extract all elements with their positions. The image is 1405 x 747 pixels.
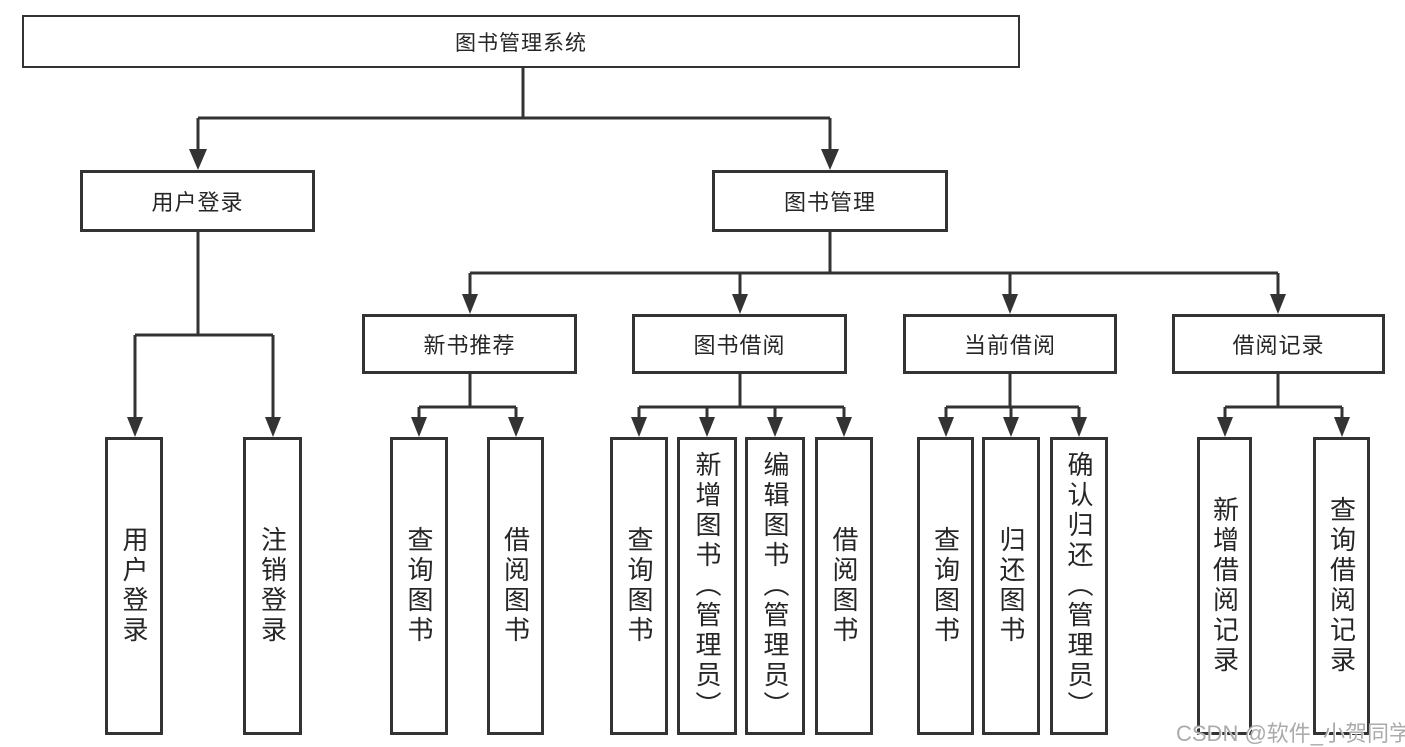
leaf-user-login: 用户登录: [105, 437, 163, 735]
leaf-label: 用户登录: [119, 526, 149, 646]
leaf-query-borrow-record: 查询借阅记录: [1313, 437, 1370, 735]
leaf-label: 查询图书: [930, 526, 961, 646]
leaf-label: 确认归还（管理员）: [1064, 451, 1094, 721]
leaf-logout: 注销登录: [243, 437, 302, 735]
node-new-book-recommend: 新书推荐: [362, 314, 577, 374]
leaf-edit-books-admin: 编辑图书（管理员）: [745, 437, 805, 735]
leaf-label: 归还图书: [996, 526, 1026, 646]
node-book-management: 图书管理: [712, 170, 948, 232]
leaf-add-books-admin: 新增图书（管理员）: [677, 437, 737, 735]
leaf-query-books-1: 查询图书: [390, 437, 448, 735]
leaf-borrow-books-1: 借阅图书: [487, 437, 544, 735]
leaf-label: 新增图书（管理员）: [692, 451, 722, 721]
leaf-confirm-return-admin: 确认归还（管理员）: [1050, 437, 1108, 735]
leaf-query-books-3: 查询图书: [917, 437, 974, 735]
leaf-label: 查询图书: [404, 526, 434, 646]
leaf-label: 查询借阅记录: [1326, 496, 1357, 676]
leaf-label: 注销登录: [257, 526, 288, 646]
leaf-add-borrow-record: 新增借阅记录: [1197, 437, 1252, 735]
arrowheads: [127, 149, 1350, 437]
node-borrowing-records: 借阅记录: [1172, 314, 1385, 374]
node-user-login: 用户登录: [80, 170, 315, 232]
leaf-label: 借阅图书: [500, 526, 531, 646]
node-root: 图书管理系统: [22, 15, 1020, 68]
leaf-query-books-2: 查询图书: [610, 437, 668, 735]
watermark: CSDN @软件_小贺同学: [1176, 721, 1405, 746]
leaf-label: 编辑图书（管理员）: [760, 451, 790, 721]
leaf-label: 借阅图书: [829, 526, 859, 646]
leaf-label: 新增借阅记录: [1209, 496, 1240, 676]
node-book-borrowing: 图书借阅: [632, 314, 847, 374]
leaf-label: 查询图书: [624, 526, 654, 646]
leaf-borrow-books-2: 借阅图书: [815, 437, 873, 735]
leaf-return-books: 归还图书: [982, 437, 1040, 735]
node-current-borrowing: 当前借阅: [903, 314, 1117, 374]
